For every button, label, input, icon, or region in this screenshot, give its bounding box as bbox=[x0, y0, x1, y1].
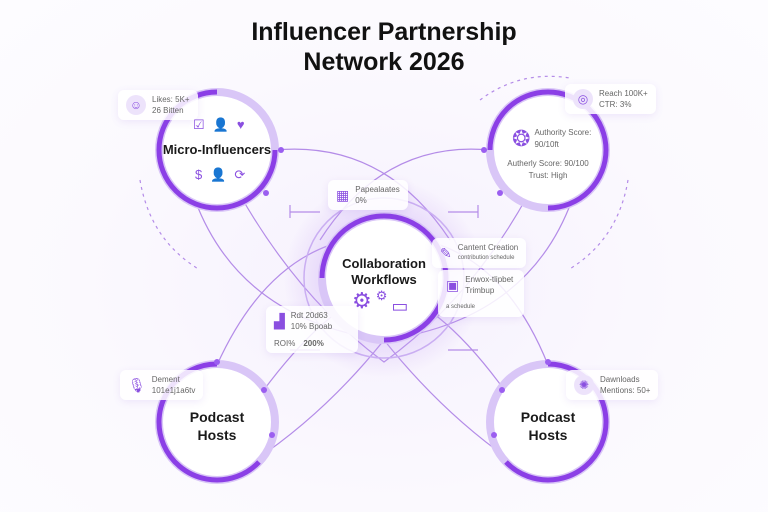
callout-likes: ☺ Likes: 5K+ 26 Bitten bbox=[118, 90, 198, 120]
brain-icon: ❂ bbox=[512, 126, 531, 151]
callout-payments: ▦ Papealaates 0% bbox=[328, 180, 408, 210]
roi-value: 200% bbox=[303, 339, 324, 348]
callout-content-left: 🎙 Dement 101e1j1a6tv bbox=[120, 370, 204, 400]
mentions-text: Mentions: 50+ bbox=[600, 386, 651, 395]
payments-value: 0% bbox=[355, 196, 367, 205]
review-schedule: a schedule bbox=[446, 304, 476, 310]
roi-text: Rdt 20d63 bbox=[290, 311, 328, 320]
dollar-icon: $ bbox=[195, 167, 203, 182]
checklist-icon: ☑ bbox=[193, 117, 205, 132]
collaboration-label-line1: Collaboration bbox=[342, 256, 426, 271]
authority-header: ❂ Authority Score: 90/10ft bbox=[512, 126, 591, 152]
engagement-icon: ☺ bbox=[126, 95, 146, 115]
content-creation-sub: contribution schedule bbox=[457, 255, 515, 261]
ctr-text: CTR: 3% bbox=[599, 100, 632, 109]
callout-roi: ▟ Rdt 20d63 10% Bpoab ROI% 200% bbox=[266, 306, 358, 353]
reach-text: Reach 100K+ bbox=[599, 89, 648, 98]
image-card-icon: ▣ bbox=[446, 276, 460, 293]
podcast-left-line1: Podcast bbox=[189, 409, 245, 425]
collaboration-label-line2: Workflows bbox=[351, 272, 417, 287]
connection-dots bbox=[214, 147, 551, 438]
likes-sub: 26 Bitten bbox=[152, 106, 184, 115]
diagram-title-line2: Network 2026 bbox=[303, 48, 465, 76]
review-sub: Trimbup bbox=[465, 286, 495, 295]
user-icon: 👤 bbox=[212, 117, 229, 132]
chart-card-icon: ▭ bbox=[391, 296, 409, 316]
podcast-hosts-left-label[interactable]: Podcast Hosts bbox=[167, 408, 267, 444]
podcast-hosts-right-label[interactable]: Podcast Hosts bbox=[498, 408, 598, 444]
authority-score-value: 90/10ft bbox=[534, 140, 559, 149]
refresh-icon: ⟳ bbox=[234, 167, 246, 182]
micro-influencers-label[interactable]: Micro-Influencers bbox=[162, 142, 272, 157]
authority-score-title: Authority Score: bbox=[534, 128, 592, 137]
micro-influencers-top-icons: ☑ 👤 ♥ bbox=[193, 117, 245, 133]
gear-icon: ⚙ bbox=[352, 288, 372, 313]
payment-grid-icon: ▦ bbox=[336, 186, 350, 203]
collaboration-icons: ⚙⚙▭ bbox=[352, 288, 408, 317]
podcast-right-line1: Podcast bbox=[520, 409, 576, 425]
review-text: Enwox-tlipbet bbox=[465, 275, 514, 284]
podcast-badge-icon: ✺ bbox=[574, 375, 594, 395]
downloads-text: Dawnloads bbox=[600, 375, 640, 384]
lightbulb-icon: ✎ bbox=[440, 244, 452, 261]
podcast-right-line2: Hosts bbox=[528, 427, 568, 443]
target-icon: ◎ bbox=[573, 89, 593, 109]
callout-content-creation: ✎ Cantent Creation contribution schedule bbox=[432, 238, 527, 268]
bar-chart-icon: ▟ bbox=[274, 312, 285, 329]
collaboration-workflows-label[interactable]: Collaboration Workflows bbox=[324, 256, 444, 288]
podcast-left-line2: Hosts bbox=[197, 427, 237, 443]
payments-text: Papealaates bbox=[355, 185, 400, 194]
authority-detail-score: Autherly Score: 90/100 bbox=[507, 159, 589, 168]
callout-reach: ◎ Reach 100K+ CTR: 3% bbox=[565, 84, 656, 114]
micro-influencers-bottom-icons: $ 👤 ⟳ bbox=[195, 167, 245, 183]
small-gear-icon: ⚙ bbox=[375, 288, 388, 303]
authority-detail-trust: Trust: High bbox=[528, 171, 568, 180]
authority-detail: Autherly Score: 90/100 Trust: High bbox=[498, 158, 598, 182]
likes-text: Likes: 5K+ bbox=[152, 95, 190, 104]
content-left-sub: 101e1j1a6tv bbox=[151, 386, 196, 395]
roi-sub: 10% Bpoab bbox=[290, 322, 333, 331]
microphone-icon: 🎙 bbox=[128, 376, 146, 393]
roi-label: ROI% bbox=[274, 339, 296, 348]
content-creation-text: Cantent Creation bbox=[457, 243, 519, 252]
content-left-text: Dement bbox=[151, 375, 180, 384]
user-icon: 👤 bbox=[210, 167, 227, 182]
diagram-title-line1: Influencer Partnership bbox=[251, 18, 517, 46]
heart-hand-icon: ♥ bbox=[236, 117, 245, 132]
